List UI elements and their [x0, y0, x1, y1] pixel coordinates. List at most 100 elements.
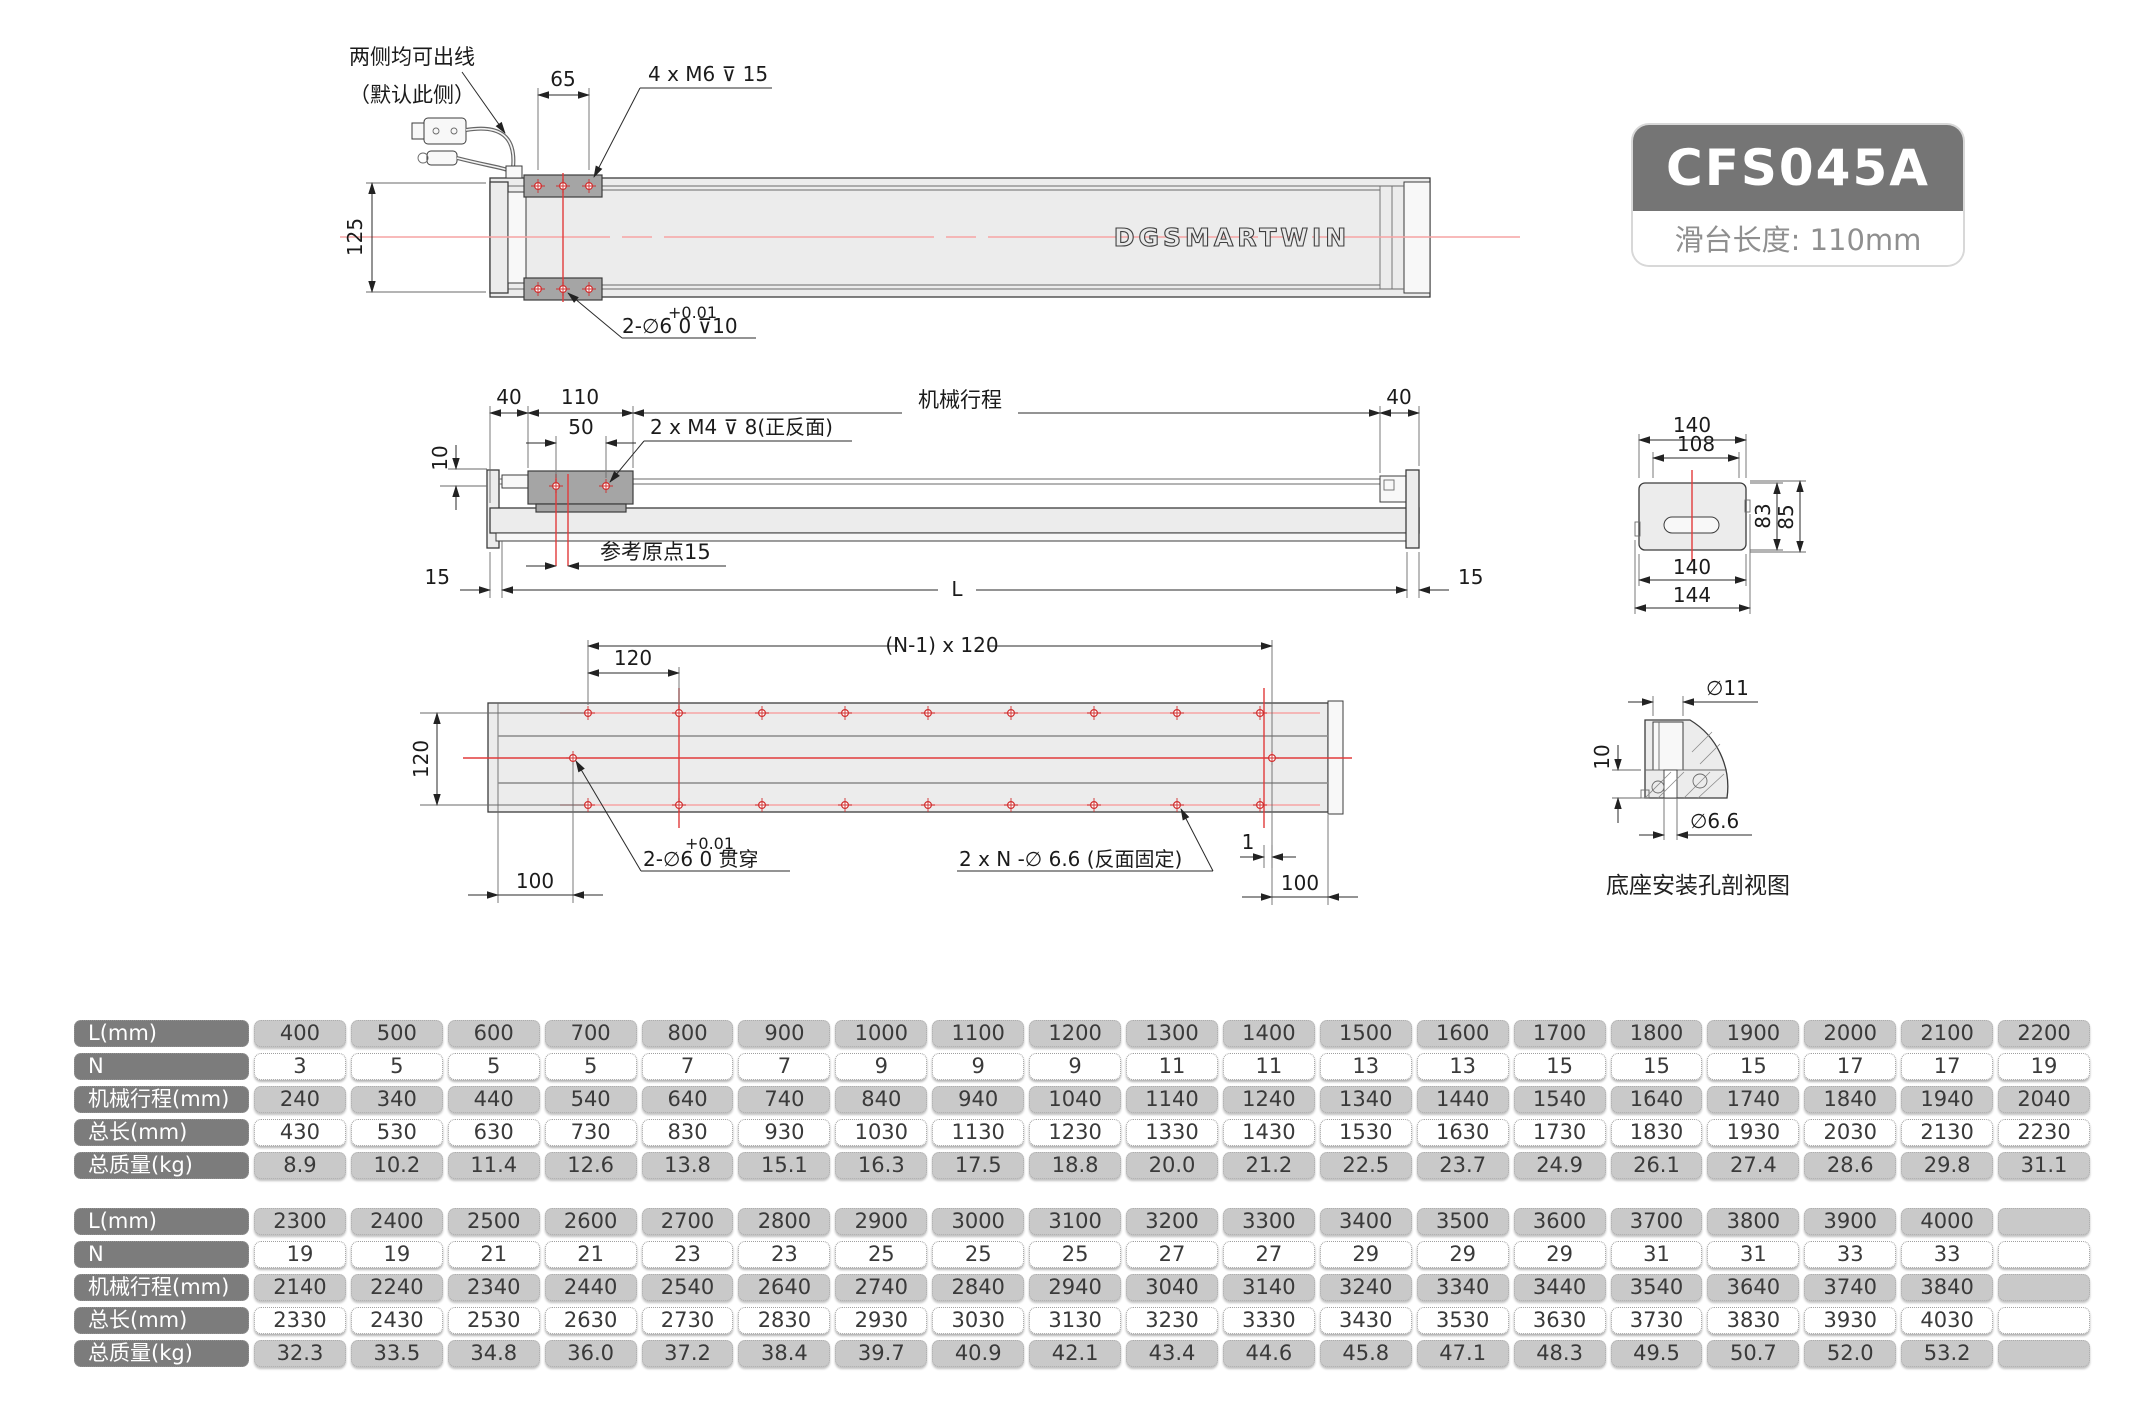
spec-cell: 11.4 [447, 1152, 540, 1179]
spec-cell: 19 [350, 1241, 443, 1268]
end-view: 140 108 83 85 140 144 [1634, 413, 1806, 614]
spec-cell: 27.4 [1707, 1152, 1800, 1179]
spec-cell: 2330 [254, 1307, 346, 1334]
spec-cell: 1700 [1513, 1020, 1606, 1047]
dim-108: 108 [1677, 432, 1715, 456]
spec-cell: 31.1 [1998, 1152, 2090, 1179]
spec-cell [1998, 1241, 2090, 1268]
spec-cell [1998, 1307, 2090, 1334]
dim-144: 144 [1673, 583, 1711, 607]
spec-cell: 1040 [1029, 1086, 1122, 1113]
dim-1: 1 [1242, 830, 1255, 854]
spec-cell: 3430 [1319, 1307, 1412, 1334]
spec-cell: 1130 [932, 1119, 1025, 1146]
dim-10-side: 10 [428, 445, 452, 470]
m6-thread-note: 4 x M6 ⊽ 15 [648, 62, 768, 86]
spec-cell: 640 [641, 1086, 734, 1113]
spec-cell: 530 [350, 1119, 443, 1146]
spec-cell: 4000 [1901, 1208, 1994, 1235]
dim-140-bottom: 140 [1673, 555, 1711, 579]
spec-cell: 1840 [1804, 1086, 1897, 1113]
dim-L: L [951, 577, 963, 601]
dowel-hole-note: 2-∅6 0 ⊽10 [622, 314, 738, 338]
row-label: N [74, 1241, 249, 1268]
spec-cell: 11 [1126, 1053, 1218, 1080]
spec-cell: 32.3 [254, 1340, 346, 1367]
spec-cell: 2730 [641, 1307, 734, 1334]
dim-140-top: 140 [1673, 413, 1711, 437]
spec-cell: 3440 [1513, 1274, 1606, 1301]
spec-cell: 17.5 [932, 1152, 1025, 1179]
spec-cell: 3100 [1029, 1208, 1122, 1235]
spec-cell: 430 [254, 1119, 346, 1146]
spec-cell: 3040 [1126, 1274, 1218, 1301]
spec-cell: 2240 [350, 1274, 443, 1301]
spec-cell: 840 [835, 1086, 928, 1113]
spec-cell: 1030 [835, 1119, 928, 1146]
spec-cell: 15 [1513, 1053, 1606, 1080]
spec-cell: 9 [932, 1053, 1025, 1080]
spec-cell: 3930 [1804, 1307, 1897, 1334]
spec-cell: 12.6 [544, 1152, 637, 1179]
dim-15-right: 15 [1458, 565, 1483, 589]
spec-cell: 1330 [1126, 1119, 1218, 1146]
row-label: 机械行程(mm) [74, 1274, 249, 1301]
spec-cell: 1630 [1416, 1119, 1509, 1146]
spec-cell: 2630 [544, 1307, 637, 1334]
spec-cell: 31 [1707, 1241, 1800, 1268]
spec-cell: 1000 [835, 1020, 928, 1047]
model-badge: CFS045A 滑台长度: 110mm [1633, 125, 1963, 265]
row-label: 机械行程(mm) [74, 1086, 249, 1113]
spec-cell: 3000 [932, 1208, 1025, 1235]
spec-cell: 29.8 [1901, 1152, 1994, 1179]
spec-cell: 2430 [350, 1307, 443, 1334]
stroke-label: 机械行程 [918, 388, 1002, 412]
spec-cell: 3330 [1222, 1307, 1315, 1334]
row-label: 总长(mm) [74, 1307, 249, 1334]
spec-cell: 1530 [1319, 1119, 1412, 1146]
spec-cell: 1900 [1707, 1020, 1800, 1047]
spec-cell: 900 [738, 1020, 831, 1047]
spec-cell: 23.7 [1416, 1152, 1509, 1179]
spec-cell: 3840 [1901, 1274, 1994, 1301]
spec-cell: 240 [254, 1086, 346, 1113]
dim-85: 85 [1774, 504, 1798, 529]
spec-cell: 15 [1610, 1053, 1703, 1080]
spec-cell: 50.7 [1707, 1340, 1800, 1367]
spec-cell: 36.0 [544, 1340, 637, 1367]
dim-125: 125 [343, 218, 367, 256]
spec-cell: 27 [1126, 1241, 1218, 1268]
spec-cell: 22.5 [1319, 1152, 1412, 1179]
dim-40-left: 40 [496, 385, 521, 409]
spec-cell: 18.8 [1029, 1152, 1122, 1179]
spec-cell: 1340 [1319, 1086, 1412, 1113]
m4-thread-note: 2 x M4 ⊽ 8(正反面) [650, 415, 833, 439]
dim-10-section: 10 [1590, 744, 1614, 769]
spec-cell: 20.0 [1126, 1152, 1218, 1179]
spec-cell: 17 [1901, 1053, 1994, 1080]
spec-cell: 21 [447, 1241, 540, 1268]
spec-cell: 2340 [447, 1274, 540, 1301]
spec-cell: 800 [641, 1020, 734, 1047]
spec-cell: 1300 [1126, 1020, 1218, 1047]
spec-cell: 29 [1319, 1241, 1412, 1268]
dim-d66: ∅6.6 [1690, 809, 1739, 833]
fix-hole-note: 2 x N -∅ 6.6 (反面固定) [959, 847, 1182, 871]
spec-cell: 13 [1319, 1053, 1412, 1080]
spec-cell: 38.4 [738, 1340, 831, 1367]
spec-cell: 1940 [1901, 1086, 1994, 1113]
spec-cell: 27 [1222, 1241, 1315, 1268]
spec-cell: 740 [738, 1086, 831, 1113]
spec-cell: 2640 [738, 1274, 831, 1301]
engineering-drawing: DGSMARTWIN 65 4 x M6 ⊽ 15 两侧均可出线 （默认此侧） [340, 45, 1806, 905]
spec-cell: 3300 [1222, 1208, 1315, 1235]
spec-cell: 21.2 [1222, 1152, 1315, 1179]
spec-cell: 19 [254, 1241, 346, 1268]
spec-cell: 2440 [544, 1274, 637, 1301]
spec-cell: 1600 [1416, 1020, 1509, 1047]
spec-cell: 52.0 [1804, 1340, 1897, 1367]
dim-120-h: 120 [614, 646, 652, 670]
spec-cell: 830 [641, 1119, 734, 1146]
section-caption: 底座安装孔剖视图 [1606, 873, 1790, 899]
